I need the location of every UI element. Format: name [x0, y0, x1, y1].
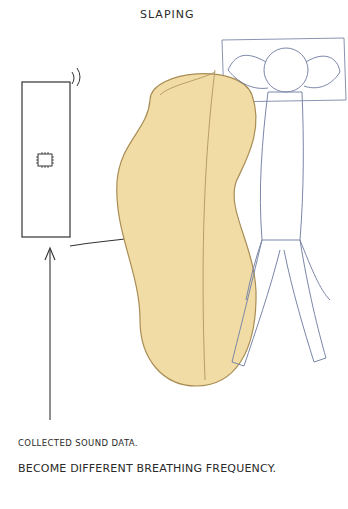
note-label: COLLECTED SOUND DATA. [18, 438, 218, 448]
sleeping-person [228, 48, 340, 366]
smart-pillow [117, 74, 256, 386]
title: SLAPING [140, 8, 250, 21]
device-box [22, 82, 70, 237]
chip-pins [36, 152, 54, 168]
person-arm-right [304, 56, 340, 88]
person-leg-right [284, 240, 326, 362]
person-torso [260, 92, 303, 240]
chip-symbol [38, 154, 52, 166]
arrow-head [45, 248, 55, 260]
person-head [264, 48, 308, 92]
pillow-seam [160, 70, 215, 380]
person-arm-left [228, 55, 268, 88]
pointer-arrow [49, 250, 50, 420]
note-label: BECOME DIFFERENT BREATHING FREQUENCY. [18, 462, 346, 475]
person-arm-lower [246, 240, 330, 300]
signal-waves [72, 68, 80, 86]
